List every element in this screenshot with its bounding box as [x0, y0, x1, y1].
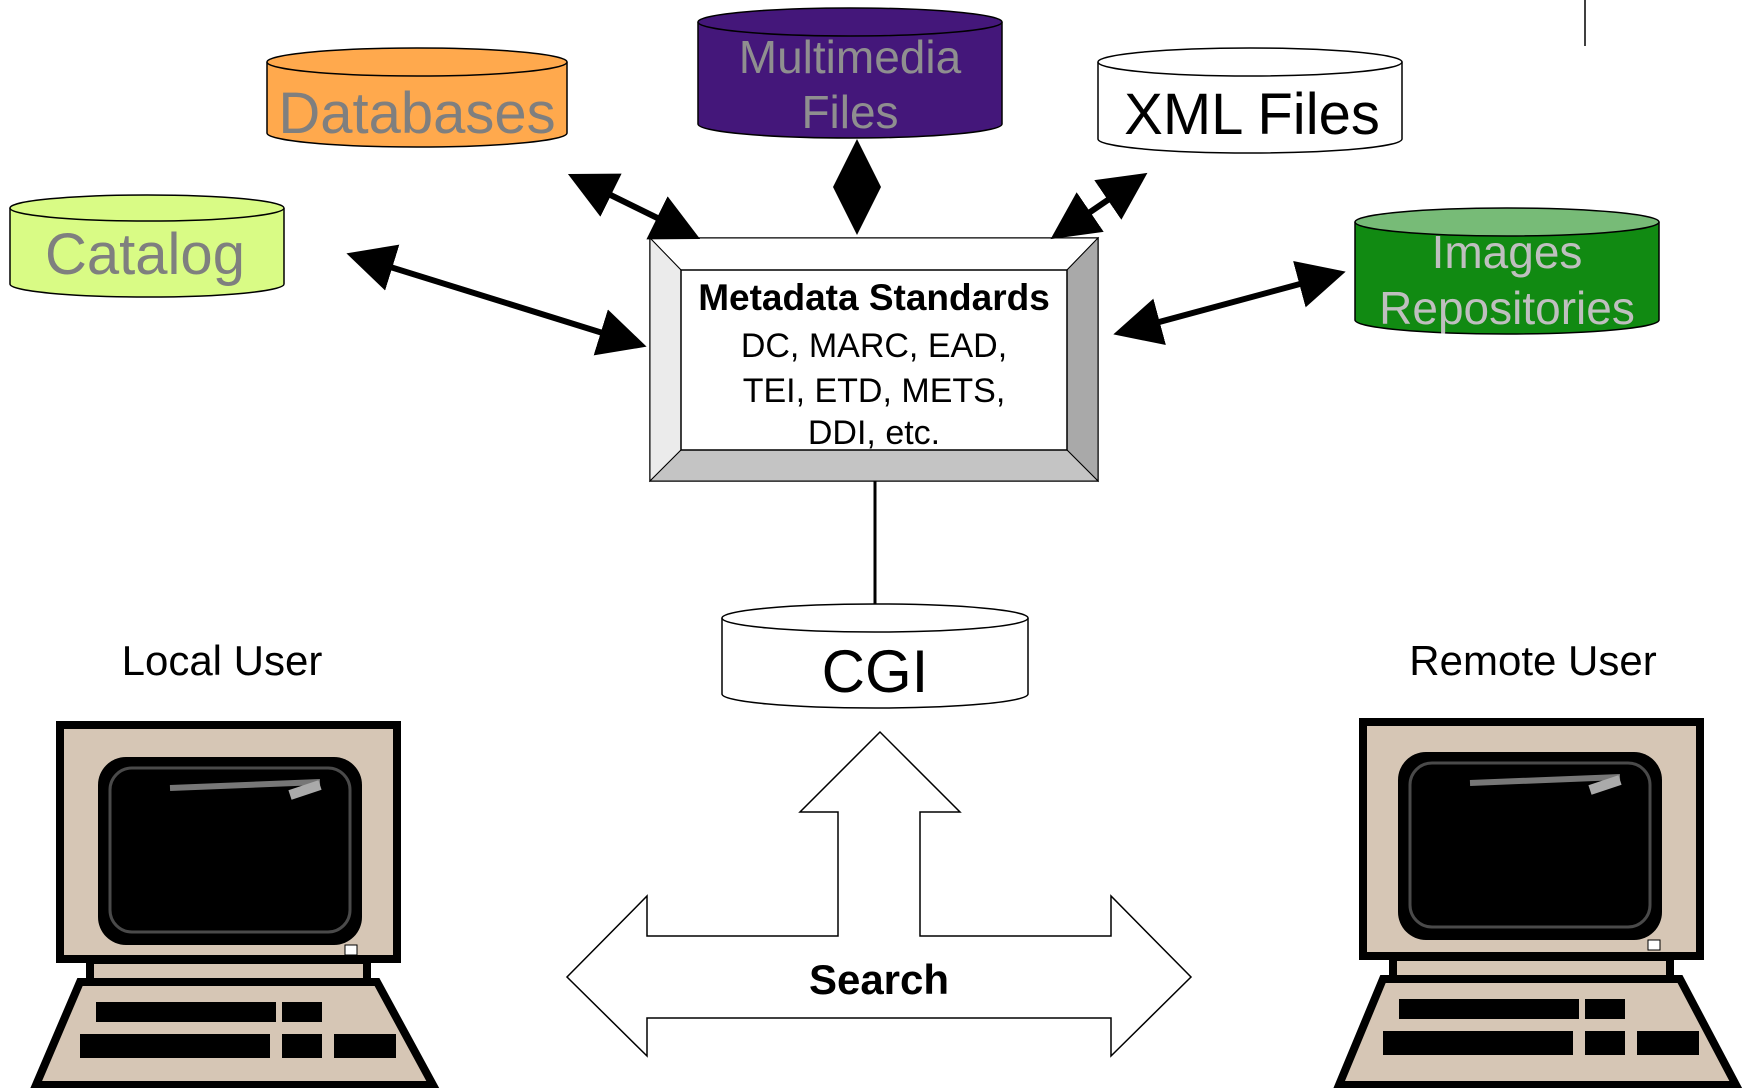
remote-computer-icon	[1333, 718, 1743, 1088]
local-user-label: Local User	[122, 637, 323, 684]
multimedia-label-line1: Multimedia	[739, 31, 962, 83]
multimedia-label-line2: Files	[801, 86, 898, 138]
search-label: Search	[809, 956, 949, 1003]
search-arrow: Search	[565, 730, 1193, 1058]
arrow-catalog-metadata	[346, 244, 647, 356]
xml-files-cylinder: XML Files	[1097, 47, 1403, 154]
databases-cylinder: Databases	[266, 47, 568, 148]
xml-files-label: XML Files	[1124, 82, 1380, 147]
arrow-images-metadata	[1113, 260, 1346, 346]
catalog-label: Catalog	[45, 222, 245, 287]
cgi-cylinder: CGI	[721, 603, 1029, 709]
multimedia-cylinder: Multimedia Files	[697, 7, 1003, 139]
metadata-title: Metadata Standards	[698, 277, 1050, 318]
cgi-label: CGI	[822, 638, 929, 705]
local-computer-icon	[30, 721, 440, 1088]
arrow-xml-metadata	[1050, 172, 1148, 240]
images-label-line1: Images	[1432, 226, 1583, 278]
metadata-standards-box: Metadata Standards DC, MARC, EAD, TEI, E…	[648, 236, 1100, 483]
catalog-cylinder: Catalog	[9, 194, 285, 298]
metadata-line2: TEI, ETD, METS,	[743, 372, 1006, 410]
images-label-line2: Repositories	[1379, 282, 1635, 334]
images-repositories-cylinder: Images Repositories	[1354, 207, 1660, 335]
arrow-databases-metadata	[567, 173, 701, 240]
databases-label: Databases	[278, 81, 555, 146]
metadata-line3: DDI, etc.	[808, 414, 940, 452]
remote-user-label: Remote User	[1409, 637, 1656, 684]
metadata-line1: DC, MARC, EAD,	[741, 327, 1007, 365]
